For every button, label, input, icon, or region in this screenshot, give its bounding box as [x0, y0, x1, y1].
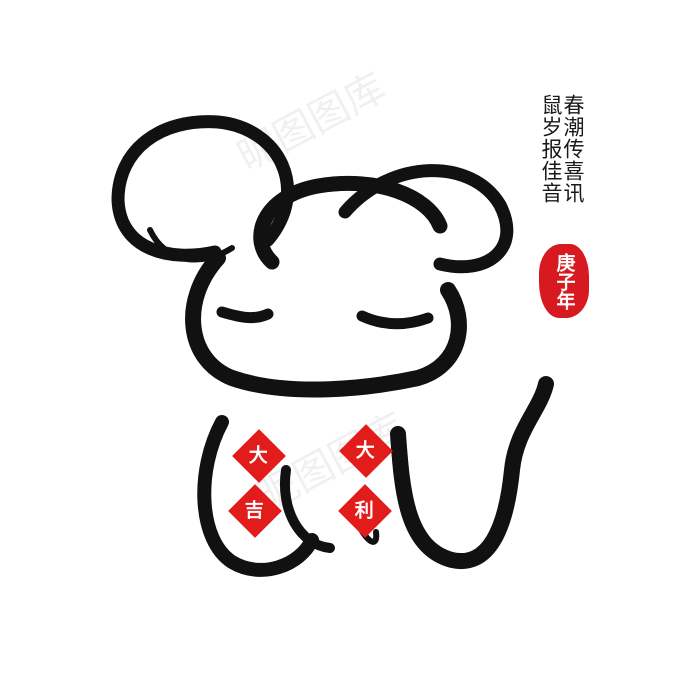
blessing-char: 吉: [245, 499, 265, 522]
body-left-stroke: [197, 415, 319, 577]
body-inner-stroke: [279, 465, 335, 553]
poem-line-2: 鼠岁报佳音: [539, 94, 563, 204]
seal-text: 庚子年: [553, 252, 576, 310]
right-eye-stroke: [356, 310, 434, 330]
left-ear-stroke: [111, 115, 294, 262]
poem-line-1: 春潮传喜讯: [561, 94, 585, 204]
body-right-stroke: [390, 376, 554, 570]
forehead-stroke: [253, 175, 448, 270]
blessing-char: 大: [249, 444, 269, 467]
blessing-char: 利: [355, 499, 375, 522]
face-outline-stroke: [185, 250, 467, 398]
blessing-char: 大: [356, 439, 376, 462]
right-ear-stroke: [338, 164, 514, 274]
left-eye-stroke: [216, 306, 274, 324]
seal-stamp: 庚子年: [539, 244, 589, 318]
